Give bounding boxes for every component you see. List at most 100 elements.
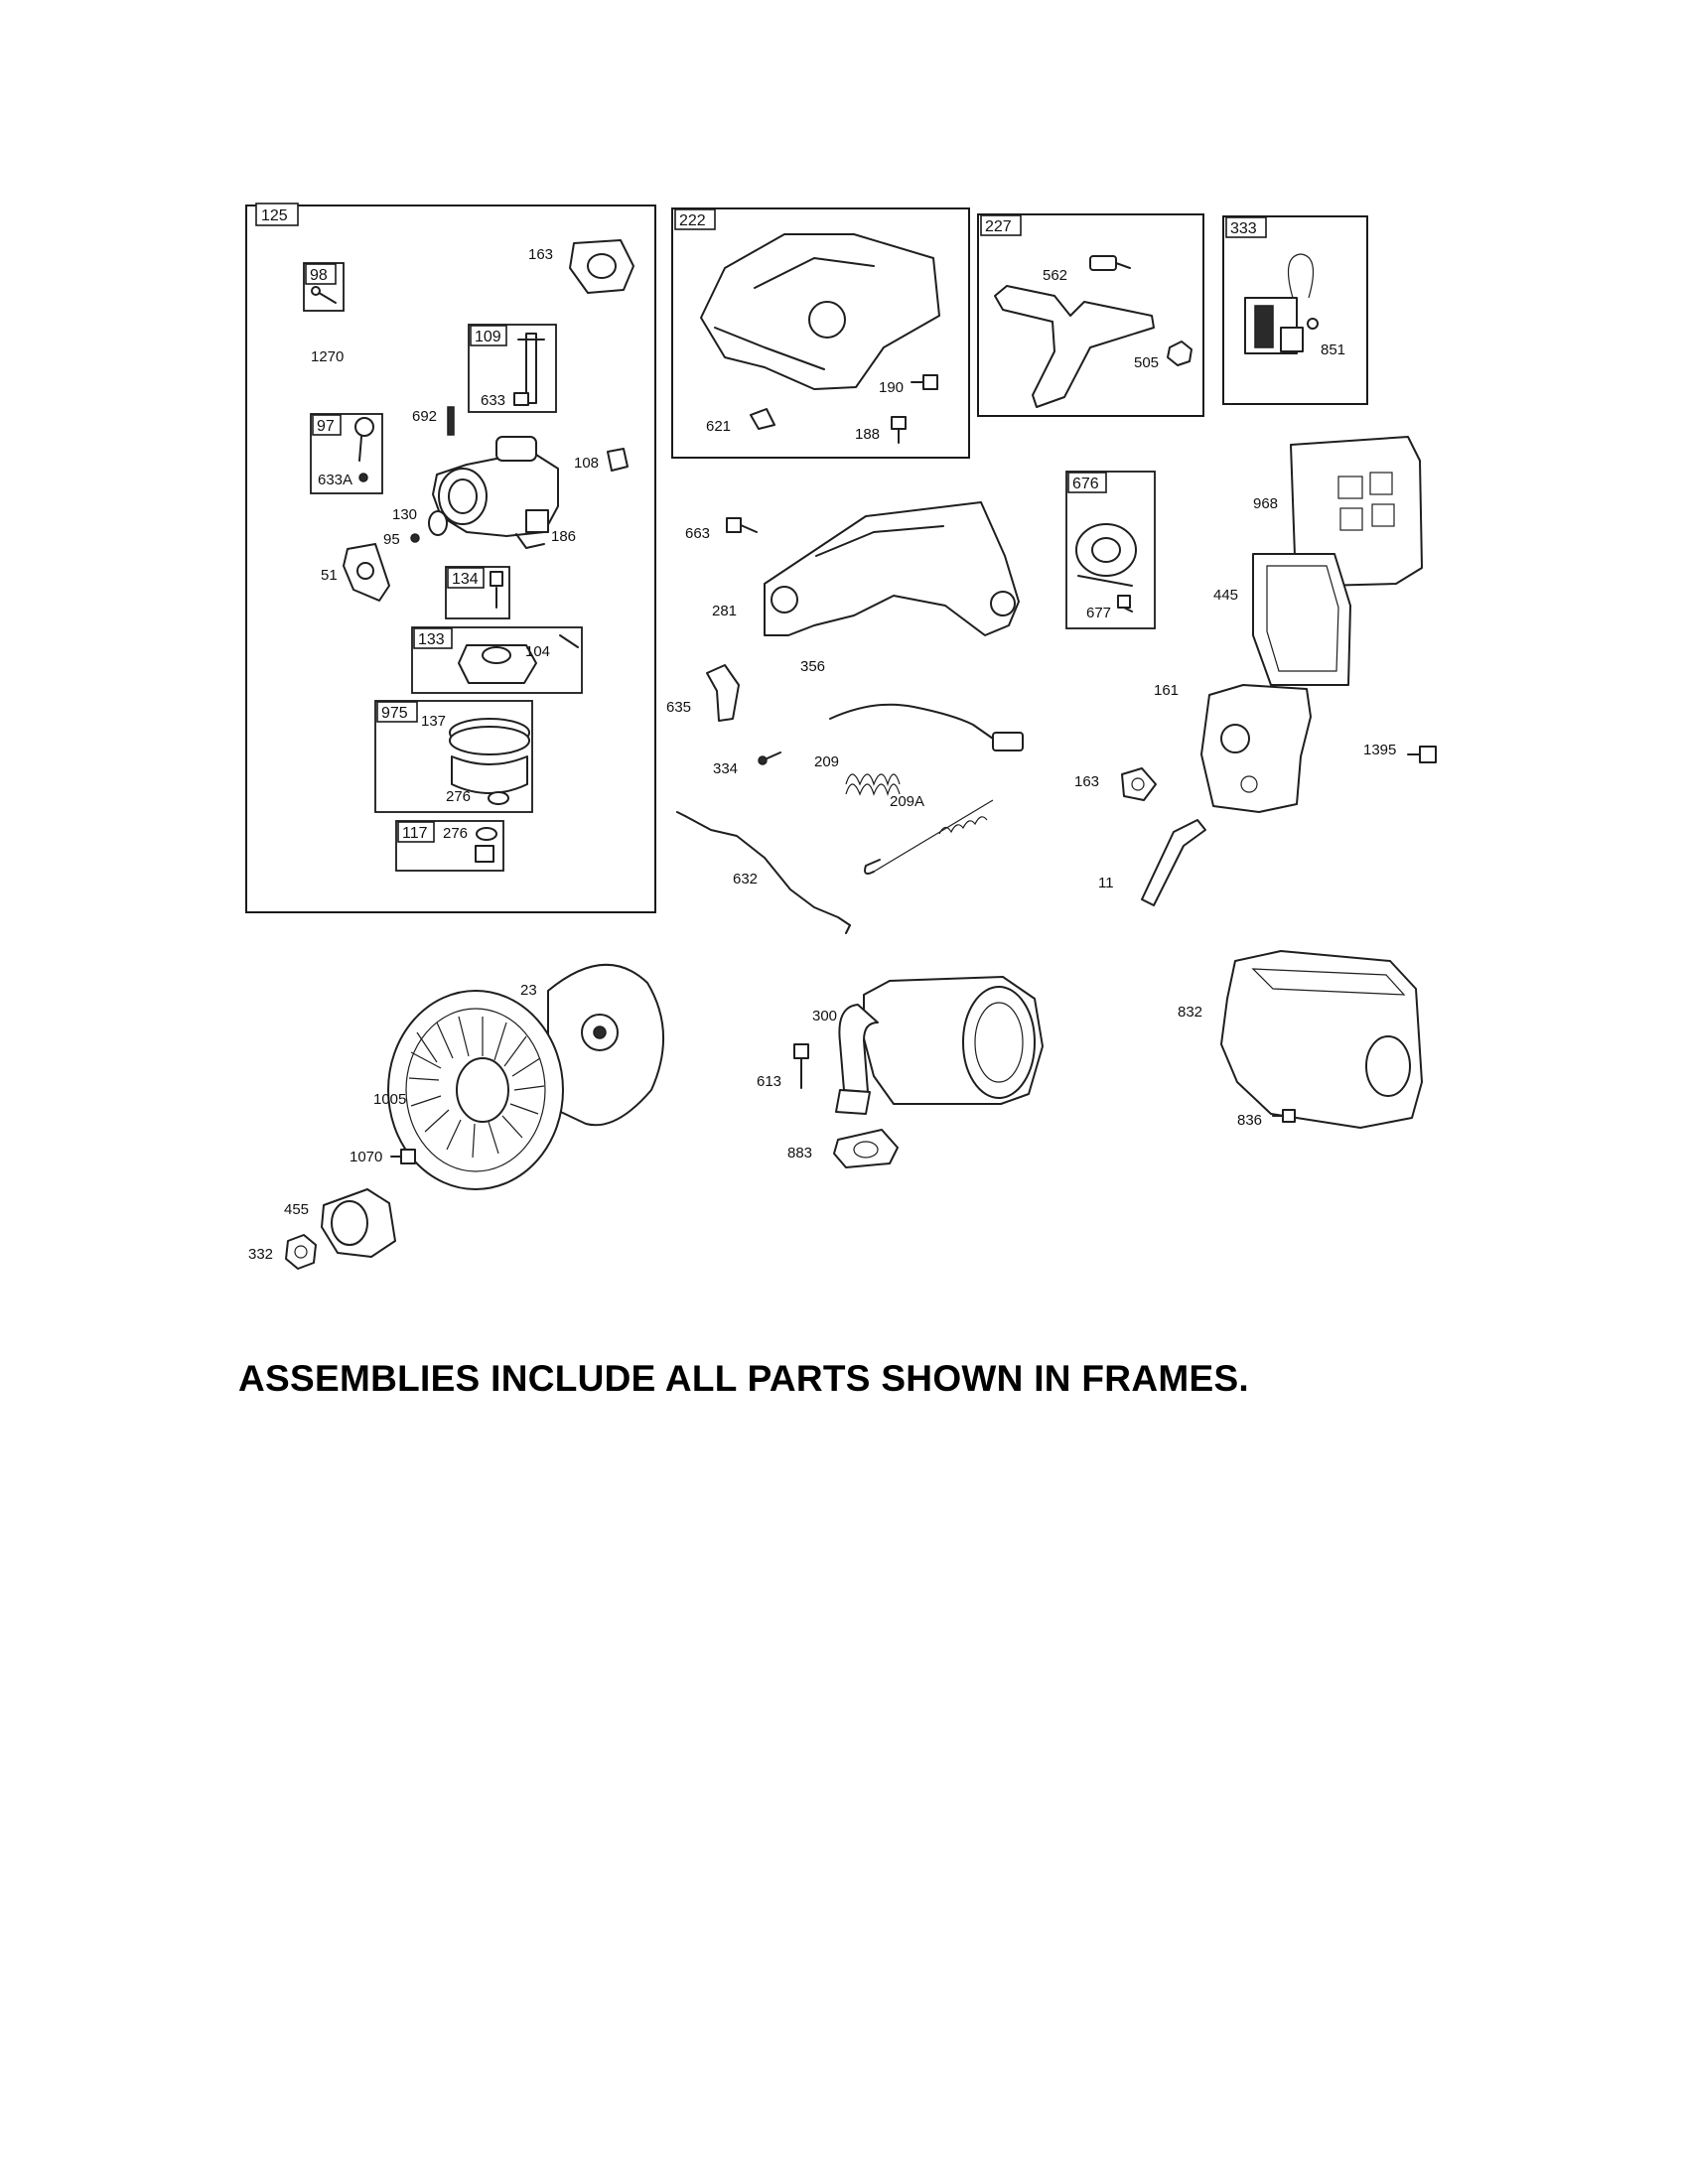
frame-227-tag — [980, 214, 1022, 236]
screw-1395-icon — [1407, 746, 1437, 763]
frame-227-label: 227 — [985, 218, 1012, 235]
frame-975-tag — [376, 701, 418, 723]
frame-133-tag — [413, 627, 453, 649]
washer-130-icon — [428, 510, 448, 536]
label-23: 23 — [520, 982, 537, 999]
air-cleaner-base-icon — [1200, 684, 1312, 813]
frame-333 — [1222, 215, 1368, 405]
frame-333-tag — [1225, 216, 1267, 238]
label-163-bottom: 163 — [1074, 773, 1099, 790]
flywheel-icon — [387, 990, 564, 1190]
frame-676-label: 676 — [1072, 476, 1099, 492]
muffler-icon — [835, 976, 1044, 1115]
frame-133 — [411, 626, 583, 694]
crankcase-icon — [1220, 950, 1423, 1129]
frame-109-label: 109 — [475, 329, 501, 345]
label-300: 300 — [812, 1008, 837, 1024]
frame-133-label: 133 — [418, 631, 445, 648]
label-1005: 1005 — [373, 1091, 406, 1108]
screw-1070-icon — [390, 1149, 416, 1164]
label-677: 677 — [1086, 605, 1111, 621]
gasket-883-icon — [833, 1129, 899, 1168]
label-186: 186 — [551, 528, 576, 545]
screw-663-icon — [726, 517, 758, 533]
label-334: 334 — [713, 760, 738, 777]
frame-227 — [977, 213, 1204, 417]
label-836: 836 — [1237, 1112, 1262, 1129]
label-276-a: 276 — [446, 788, 471, 805]
float-icon — [458, 634, 579, 684]
label-276-b: 276 — [443, 825, 468, 842]
screw-677-icon — [1117, 595, 1133, 613]
label-621: 621 — [706, 418, 731, 435]
exploded-parts-diagram: 125 163 98 1270 109 633 692 97 633A — [245, 203, 1437, 1270]
label-633a: 633A — [318, 472, 352, 488]
label-832: 832 — [1178, 1004, 1202, 1021]
frame-222-tag — [674, 208, 716, 230]
label-11: 11 — [1098, 875, 1114, 891]
label-455: 455 — [284, 1201, 309, 1218]
label-163-top: 163 — [528, 246, 553, 263]
frame-222-label: 222 — [679, 212, 706, 229]
float-bowl-icon — [449, 718, 530, 805]
frame-98-tag — [305, 263, 337, 285]
label-1395: 1395 — [1363, 742, 1396, 758]
label-692: 692 — [412, 408, 437, 425]
frame-117-label: 117 — [402, 825, 428, 842]
label-209: 209 — [814, 753, 839, 770]
throttle-lever-icon — [994, 255, 1155, 408]
label-1270: 1270 — [311, 348, 344, 365]
air-filter-icon — [1252, 553, 1351, 686]
float-needle-icon — [513, 333, 545, 406]
clip-108-icon — [607, 448, 629, 472]
frame-134 — [445, 566, 510, 619]
blower-housing-icon — [764, 501, 1020, 636]
clip-621-icon — [750, 408, 775, 430]
label-95: 95 — [383, 531, 400, 548]
nut-505-icon — [1167, 341, 1193, 366]
label-332: 332 — [248, 1246, 273, 1263]
frame-222 — [671, 207, 970, 459]
screw-190-icon — [911, 374, 938, 390]
nut-332-icon — [285, 1234, 317, 1270]
frame-134-tag — [447, 567, 485, 589]
label-108: 108 — [574, 455, 599, 472]
frame-117 — [395, 820, 504, 872]
label-161: 161 — [1154, 682, 1179, 699]
label-1070: 1070 — [350, 1149, 382, 1165]
gasket-51-icon — [343, 543, 390, 602]
screw-836-icon — [1272, 1109, 1296, 1123]
label-356: 356 — [800, 658, 825, 675]
governor-link-icon — [829, 703, 1024, 751]
hose-11-icon — [1141, 819, 1206, 906]
label-445: 445 — [1213, 587, 1238, 604]
carburetor-icon — [432, 436, 559, 549]
label-968: 968 — [1253, 495, 1278, 512]
screw-95-icon — [410, 533, 420, 543]
screw-icon — [311, 286, 337, 304]
idle-screw-icon — [354, 417, 374, 482]
fuel-line-elbow-icon — [706, 664, 740, 722]
spring-pin-icon — [447, 406, 455, 436]
frame-98-label: 98 — [310, 267, 328, 284]
label-632: 632 — [733, 871, 758, 887]
gasket-163-bottom-icon — [1121, 767, 1157, 801]
label-635: 635 — [666, 699, 691, 716]
brake-assembly-icon — [1075, 523, 1137, 587]
frame-134-label: 134 — [452, 571, 479, 588]
spring-209a-icon — [864, 799, 994, 875]
label-633: 633 — [481, 392, 505, 409]
label-883: 883 — [787, 1145, 812, 1161]
label-130: 130 — [392, 506, 417, 523]
label-188: 188 — [855, 426, 880, 443]
bowl-nut-icon — [475, 827, 497, 863]
frame-109 — [468, 324, 557, 413]
flywheel-cup-icon — [547, 963, 665, 1127]
footer-note: ASSEMBLIES INCLUDE ALL PARTS SHOWN IN FR… — [238, 1358, 1250, 1399]
label-209a: 209A — [890, 793, 924, 810]
screw-188-icon — [891, 416, 907, 444]
frame-975-label: 975 — [381, 705, 408, 722]
label-190: 190 — [879, 379, 904, 396]
frame-333-label: 333 — [1230, 220, 1257, 237]
screw-613-icon — [793, 1043, 809, 1089]
